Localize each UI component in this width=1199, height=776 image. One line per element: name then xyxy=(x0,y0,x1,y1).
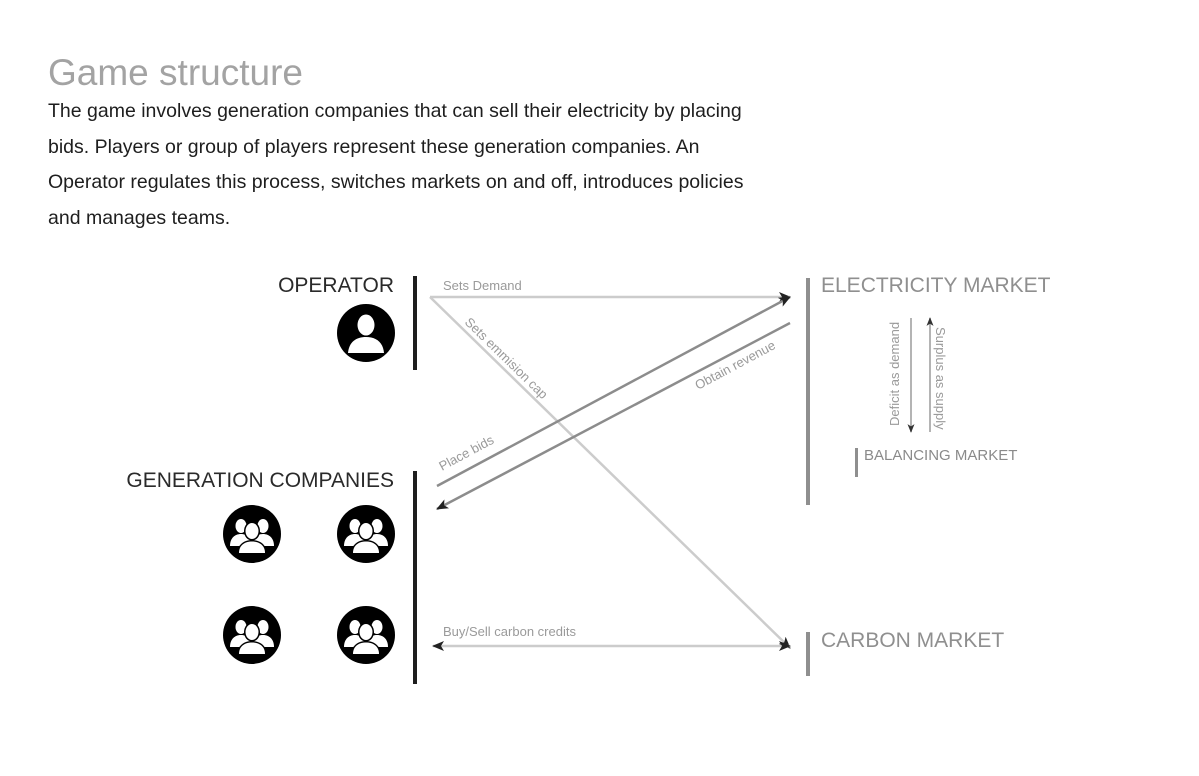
operator-bar xyxy=(413,276,417,370)
operator-label: OPERATOR xyxy=(278,274,394,297)
electricity-market-label: ELECTRICITY MARKET xyxy=(821,274,1051,297)
carbon-market-bar xyxy=(806,632,810,676)
buy-sell-carbon-label: Buy/Sell carbon credits xyxy=(443,624,576,639)
group-icon xyxy=(337,505,395,563)
electricity-market-bar xyxy=(806,278,810,505)
generation-companies-bar xyxy=(413,471,417,684)
carbon-market-label: CARBON MARKET xyxy=(821,629,1005,652)
balancing-market-bar xyxy=(855,448,858,477)
generation-companies-label: GENERATION COMPANIES xyxy=(126,469,394,492)
page-title: Game structure xyxy=(48,52,303,93)
sets-emission-cap-label: Sets emmision cap xyxy=(462,314,551,401)
group-icon xyxy=(223,606,281,664)
balancing-market-label: BALANCING MARKET xyxy=(864,447,1018,464)
surplus-as-supply-label: Surplus as supply xyxy=(933,327,948,430)
sets-emission-cap-arrow xyxy=(429,296,791,649)
intro-paragraph: The game involves generation companies t… xyxy=(48,100,744,229)
obtain-revenue-label: Obtain revenue xyxy=(692,337,777,392)
place-bids-label: Place bids xyxy=(436,432,496,474)
place-bids-arrow xyxy=(436,295,791,488)
sets-demand-label: Sets Demand xyxy=(443,278,522,293)
deficit-as-demand-label: Deficit as demand xyxy=(887,322,902,426)
obtain-revenue-arrow xyxy=(436,321,791,511)
group-icon xyxy=(223,505,281,563)
person-icon xyxy=(337,304,395,362)
group-icon xyxy=(337,606,395,664)
